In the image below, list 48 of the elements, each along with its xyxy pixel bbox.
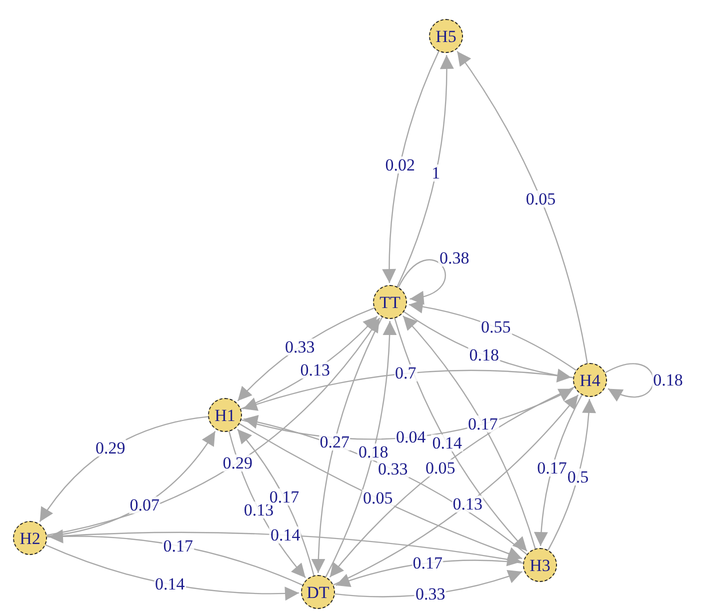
vertex-circle: H3: [523, 548, 557, 582]
edge-label: 0.33: [376, 460, 409, 478]
arrow: [534, 394, 582, 546]
edge-label: 0.05: [524, 190, 557, 208]
arrow: [456, 50, 588, 364]
edge-label: 0.05: [424, 459, 456, 476]
edge-label: 0.38: [438, 249, 470, 266]
vertex-circle: H2: [13, 521, 47, 555]
edge-label: 1: [430, 164, 442, 182]
edge-label: 0.7: [394, 364, 418, 382]
edge-label: 0.13: [452, 496, 484, 513]
arrow: [382, 51, 440, 283]
arrow: [396, 55, 454, 287]
edge-label: 0.27: [318, 433, 351, 450]
edge-label: 0.17: [536, 460, 568, 477]
edge-label: 0.18: [357, 444, 390, 461]
arrow: [605, 363, 654, 401]
edge-label: 0.18: [468, 346, 500, 364]
arrow: [325, 320, 396, 578]
edge-label: 0.04: [394, 428, 427, 446]
edge-label: 0.18: [652, 372, 684, 388]
edge-label: 0.05: [362, 490, 394, 507]
vertex-circle: H5: [429, 19, 463, 53]
edge-label: 0.17: [466, 415, 499, 432]
edge-label: 0.17: [412, 554, 444, 572]
arrow: [46, 532, 522, 566]
edge-label: 0.55: [480, 318, 512, 336]
vertex-circle: TT: [373, 285, 407, 319]
edge-label: 0.33: [414, 585, 446, 602]
edge-label: 0.02: [384, 156, 416, 174]
vertex-circle: DT: [301, 575, 335, 609]
arrow: [548, 398, 596, 550]
edge-label: 0.17: [268, 488, 300, 506]
edge-label: 0.29: [222, 454, 254, 472]
arrow: [242, 370, 574, 412]
arrow: [312, 316, 383, 574]
vertex-circle: H1: [208, 398, 242, 432]
arrow: [398, 259, 446, 304]
edge-label: 0.33: [284, 338, 316, 356]
edge-label: 0.14: [269, 526, 302, 544]
edge-label: 0.17: [162, 537, 194, 554]
vertex-circle: H4: [573, 363, 607, 397]
edge-label: 0.13: [299, 362, 331, 379]
edge-label: 0.14: [154, 576, 186, 593]
edge-label: 0.29: [94, 440, 126, 457]
edge-label: 0.5: [566, 468, 590, 486]
edge-label: 0.07: [128, 496, 161, 514]
edge-label: 0.14: [431, 434, 464, 452]
